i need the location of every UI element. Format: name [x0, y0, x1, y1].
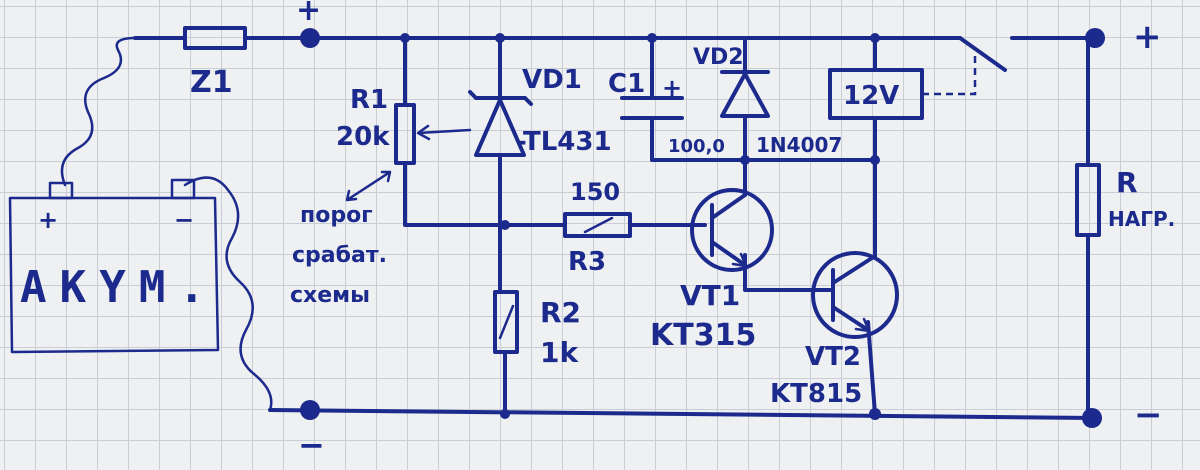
r3-value: 150 — [570, 178, 620, 206]
r1-value: 20k — [336, 122, 390, 152]
relay-contact — [958, 36, 1007, 72]
node-vd2-bottom — [740, 155, 750, 165]
r3-hatch — [583, 216, 614, 234]
relay-voltage: 12V — [843, 81, 899, 111]
battery-plus-sign: + — [38, 206, 58, 234]
vd1-cathode-bar — [468, 90, 533, 106]
c1-name: C1 — [608, 69, 645, 99]
threshold-note-line1: порог — [300, 203, 373, 228]
output-minus-sign: − — [1134, 395, 1163, 435]
output-plus-sign: + — [1133, 17, 1162, 57]
transistor-vt1: VT1 KT315 — [650, 188, 774, 353]
battery-plus-lead — [60, 36, 137, 187]
vd2-triangle — [720, 72, 770, 118]
node-relay-bottom — [870, 155, 880, 165]
r1-body — [394, 103, 416, 165]
relay-linkage — [922, 56, 977, 96]
shunt-regulator-vd1: VD1 -TL431 — [468, 65, 612, 157]
r3-body — [563, 212, 632, 238]
node-minus-output — [1082, 408, 1102, 428]
r1-wiper-arrow — [416, 124, 472, 141]
r2-body — [493, 290, 519, 354]
node-plus-output — [1085, 28, 1105, 48]
r1-bottom-wire — [403, 161, 507, 227]
vt1-name: VT1 — [680, 279, 740, 312]
threshold-note-line3: схемы — [290, 283, 370, 308]
battery-label: AKYM. — [20, 262, 205, 313]
battery-minus-sign: − — [174, 206, 194, 234]
r3-name: R3 — [568, 247, 606, 277]
load-subscript: НАГР. — [1108, 207, 1175, 231]
transistor-vt2: VT2 KT815 — [770, 251, 899, 409]
vt2-part: KT815 — [770, 379, 862, 409]
resistor-r1: R1 20k — [336, 85, 472, 202]
junctions — [300, 28, 1105, 428]
load-resistor: R НАГР. — [1075, 163, 1175, 237]
node-minus-input — [300, 400, 320, 420]
vt1-part: KT315 — [650, 318, 756, 353]
c1-plus: + — [662, 74, 682, 102]
vt2-emitter-arrow — [854, 317, 871, 333]
vt1-body — [690, 188, 774, 272]
vt2-body — [811, 251, 899, 339]
node-plus-input — [300, 28, 320, 48]
node-r2-bottom — [500, 409, 510, 419]
vt2-collector — [831, 256, 874, 285]
fuse-body — [183, 26, 247, 50]
node-r3-left — [500, 220, 510, 230]
vd1-part: -TL431 — [516, 127, 612, 157]
wires — [60, 36, 1097, 420]
node-vd1-top — [495, 33, 505, 43]
capacitor-c1: C1 + 100,0 — [608, 69, 725, 157]
resistor-r3: 150 R3 — [563, 178, 632, 277]
threshold-adjust-arrow — [345, 170, 392, 202]
vt2-name: VT2 — [805, 342, 861, 372]
input-plus-sign: + — [296, 0, 321, 28]
battery-minus-lead — [183, 176, 273, 412]
threshold-note-line2: срабат. — [292, 243, 387, 268]
node-c1-top — [647, 33, 657, 43]
r2-value: 1k — [540, 336, 579, 369]
vt2-emitter-wire — [866, 320, 877, 416]
battery-minus-terminal — [170, 178, 196, 200]
battery-body — [8, 196, 220, 354]
vd2-name: VD2 — [693, 45, 744, 70]
c1-column-wire — [650, 36, 747, 162]
r2-hatch — [498, 304, 515, 340]
node-relay-top — [870, 33, 880, 43]
vt1-emitter — [710, 240, 747, 267]
bottom-rail — [268, 408, 1097, 420]
fuse-z1: Z1 — [183, 26, 247, 100]
relay: 12V — [828, 36, 1007, 120]
node-r1-top — [400, 33, 410, 43]
vd1-triangle — [474, 98, 526, 157]
load-name: R — [1116, 166, 1138, 199]
battery-plus-terminal — [48, 181, 74, 200]
vd2-part: 1N4007 — [756, 133, 842, 157]
vt1-collector — [710, 193, 747, 220]
fuse-label: Z1 — [190, 65, 233, 100]
r1-name: R1 — [350, 85, 388, 115]
vt2-emitter — [831, 305, 870, 332]
load-body — [1075, 163, 1101, 237]
input-minus-sign: − — [298, 426, 325, 464]
node-vt2-emitter — [869, 408, 881, 420]
resistor-r2: R2 1k — [493, 290, 581, 369]
c1-value: 100,0 — [668, 136, 725, 157]
battery: + − AKYM. — [8, 178, 220, 354]
vt1-emitter-arrow — [731, 252, 748, 268]
r2-name: R2 — [540, 296, 581, 329]
vd1-name: VD1 — [522, 65, 582, 95]
diode-vd2: VD2 1N4007 — [693, 45, 842, 157]
